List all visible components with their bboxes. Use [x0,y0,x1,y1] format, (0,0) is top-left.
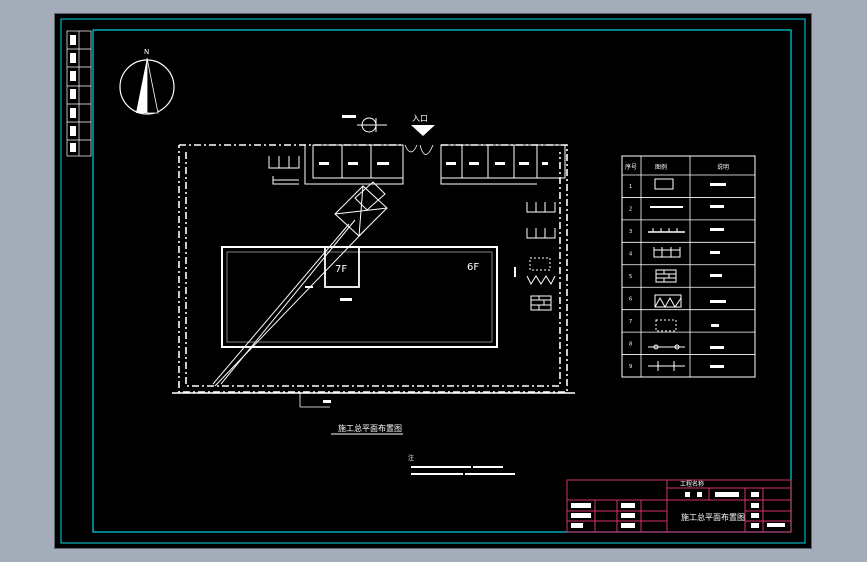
legend-table: 序号 图例 说明 1 2 3 4 5 6 7 8 9 [621,155,756,378]
notes-text [411,466,515,475]
drawing-sheet: N 入口 [55,14,811,548]
building-outline-icon [654,178,674,190]
storage-pile-icon [654,294,682,309]
north-arrow: N [119,48,175,115]
rack-icon [653,247,681,258]
power-line-icon [648,361,685,371]
notes-heading: 注 [408,454,414,462]
storage-racks-right [526,202,556,311]
material-rack-top [268,156,300,185]
legend-col-no: 序号 [625,163,637,171]
tower-crane [212,181,388,387]
temporary-buildings-left [304,144,404,185]
legend-descriptions [710,183,726,368]
gate-swing [419,144,434,155]
main-building-label: 6F [467,262,479,273]
tower-building-outline [324,246,360,288]
legend-row-number: 1 [629,184,632,190]
dashed-box-icon [655,319,677,332]
legend-row-number: 4 [629,252,632,258]
legend-col-desc: 说明 [717,163,729,171]
legend-row-number: 2 [629,207,632,213]
legend-row-number: 9 [629,364,632,370]
legend-row-number: 3 [629,229,632,235]
entrance-marker: 入口 [342,114,435,136]
title-block-drawing-title: 施工总平面布置图 [681,512,745,522]
plan-title: 施工总平面布置图 [338,423,402,433]
binding-strip-text [70,35,76,152]
legend-row-number: 7 [629,319,632,325]
fence-line-icon [648,228,685,233]
cad-drawing: N 入口 [60,18,806,544]
water-line-icon [648,344,685,350]
temporary-buildings-right [440,144,566,185]
legend-row-number: 8 [629,341,632,347]
title-block-fields [571,492,785,528]
binding-strip [66,30,92,157]
title-block [566,479,792,533]
legend-row-number: 6 [629,296,632,302]
tower-building-label: 7F [335,264,347,275]
north-label: N [144,48,149,56]
legend-row-number: 5 [629,274,632,280]
outer-frame [60,18,806,544]
entrance-label: 入口 [412,114,428,123]
title-block-project: 工程名称 [680,480,704,488]
brick-stack-icon [655,269,677,283]
inner-frame [92,29,792,533]
legend-col-symbol: 图例 [655,163,667,171]
